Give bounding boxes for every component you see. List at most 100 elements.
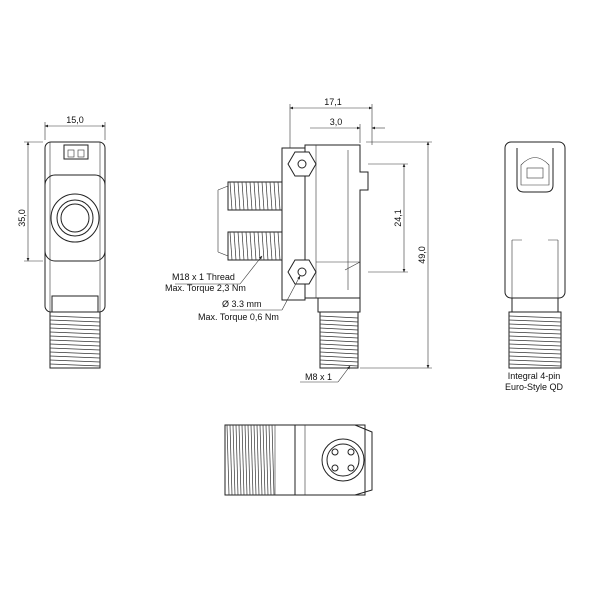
thread-line — [49, 331, 101, 335]
thread-line — [508, 359, 562, 363]
thread-line — [241, 231, 245, 261]
dimension-front-width: 15,0 — [44, 115, 106, 140]
dimension-side-offset: 3,0 — [310, 117, 385, 143]
thread-line — [319, 319, 359, 323]
thread-line — [319, 343, 359, 347]
connector-label-line1: Integral 4-pin — [508, 371, 561, 381]
thread-line — [49, 347, 101, 351]
side-view — [217, 144, 369, 369]
thread-line — [261, 231, 265, 261]
thread-line — [508, 343, 562, 347]
thread-line — [319, 359, 359, 363]
thread-line — [229, 181, 233, 211]
hole-note-line1: Ø 3.3 mm — [222, 299, 262, 309]
thread-line — [508, 327, 562, 331]
thread-line — [245, 181, 249, 211]
thread-line — [237, 181, 241, 211]
thread-line — [277, 181, 281, 211]
thread-line — [319, 347, 359, 351]
hole-note-line2: Max. Torque 0,6 Nm — [198, 312, 279, 322]
thread-line — [256, 424, 260, 496]
thread-line — [241, 424, 245, 496]
thread-note-line1: M18 x 1 Thread — [172, 272, 235, 282]
thread-line — [271, 424, 275, 496]
leader-hole: Ø 3.3 mm Max. Torque 0,6 Nm — [198, 275, 301, 322]
thread-line — [49, 351, 101, 355]
thread-line — [265, 424, 269, 496]
connector-label-line2: Euro-Style QD — [505, 382, 564, 392]
dimension-front-height: 35,0 — [17, 141, 43, 262]
thread-line — [319, 339, 359, 343]
thread-line — [269, 231, 273, 261]
thread-line — [49, 363, 101, 367]
thread-line — [49, 339, 101, 343]
front-view — [44, 141, 106, 369]
thread-line — [247, 424, 251, 496]
thread-line — [273, 231, 277, 261]
thread-line — [233, 231, 237, 261]
thread-line — [257, 231, 261, 261]
thread-line — [508, 323, 562, 327]
thread-line — [49, 319, 101, 323]
thread-line — [49, 323, 101, 327]
thread-line — [269, 181, 273, 211]
dimension-side-depth: 17,1 — [289, 97, 373, 148]
thread-line — [49, 359, 101, 363]
thread-line — [262, 424, 266, 496]
thread-line — [245, 231, 249, 261]
thread-line — [508, 315, 562, 319]
connector-thread-label: M8 x 1 — [305, 372, 332, 382]
thread-line — [319, 355, 359, 359]
side-view-threads — [229, 181, 359, 367]
thread-line — [319, 327, 359, 331]
thread-line — [241, 181, 245, 211]
thread-line — [508, 319, 562, 323]
thread-line — [226, 424, 230, 496]
thread-line — [319, 363, 359, 367]
thread-line — [319, 323, 359, 327]
leader-thread: M18 x 1 Thread Max. Torque 2,3 Nm — [165, 255, 263, 293]
thread-line — [319, 315, 359, 319]
thread-line — [235, 424, 239, 496]
thread-line — [238, 424, 242, 496]
front-height-label: 35,0 — [17, 209, 27, 227]
thread-line — [232, 424, 236, 496]
thread-line — [237, 231, 241, 261]
dimension-overall-height: 49,0 — [360, 141, 432, 369]
thread-line — [249, 181, 253, 211]
thread-line — [265, 231, 269, 261]
thread-line — [49, 343, 101, 347]
thread-line — [253, 424, 257, 496]
thread-line — [508, 335, 562, 339]
thread-line — [244, 424, 248, 496]
side-offset-label: 3,0 — [330, 117, 343, 127]
thread-line — [277, 231, 281, 261]
thread-line — [49, 335, 101, 339]
thread-line — [49, 315, 101, 319]
dimension-hole-spacing: 24,1 — [368, 163, 408, 273]
thread-line — [273, 181, 277, 211]
thread-line — [508, 347, 562, 351]
thread-line — [268, 424, 272, 496]
thread-line — [257, 181, 261, 211]
overall-height-label: 49,0 — [417, 246, 427, 264]
thread-line — [229, 231, 233, 261]
thread-line — [508, 351, 562, 355]
thread-line — [49, 327, 101, 331]
thread-line — [233, 181, 237, 211]
hole-spacing-label: 24,1 — [393, 209, 403, 227]
thread-line — [253, 231, 257, 261]
thread-line — [253, 181, 257, 211]
thread-line — [508, 355, 562, 359]
front-width-label: 15,0 — [66, 115, 84, 125]
thread-line — [319, 331, 359, 335]
thread-line — [319, 351, 359, 355]
rear-view: Integral 4-pin Euro-Style QD — [504, 141, 566, 392]
thread-line — [508, 331, 562, 335]
thread-line — [229, 424, 233, 496]
thread-line — [250, 424, 254, 496]
thread-line — [508, 339, 562, 343]
leader-connector-thread: M8 x 1 — [300, 365, 351, 383]
thread-line — [508, 363, 562, 367]
